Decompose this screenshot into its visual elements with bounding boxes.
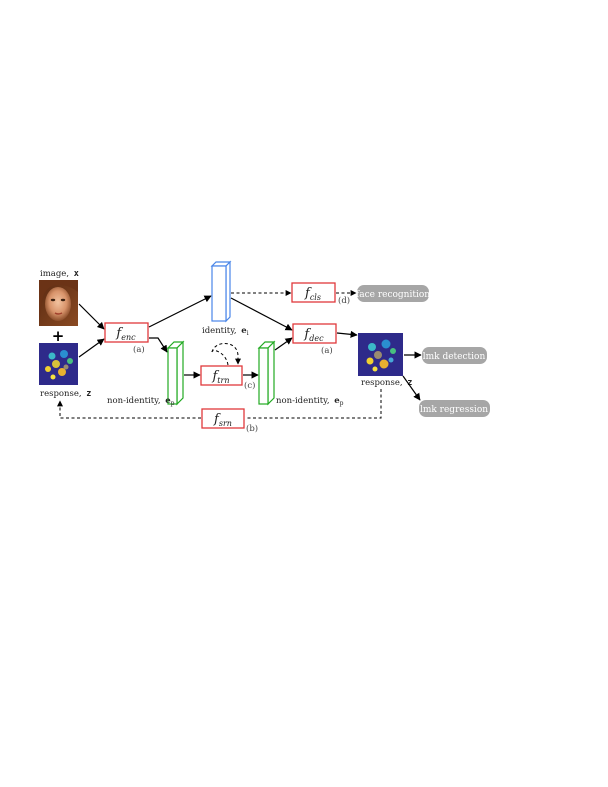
identity-to-dec-arrow <box>230 297 293 331</box>
trn-self-loop-arrow <box>211 343 241 365</box>
f-enc-tag: (a) <box>133 344 145 355</box>
enc-to-nonid-arrow <box>149 337 168 353</box>
f-dec-box: fdec <box>292 323 337 344</box>
nonid-left-label: non-identity, ep <box>107 396 175 407</box>
identity-feature-block <box>210 260 232 323</box>
plus-sign: + <box>52 327 65 345</box>
f-trn-tag: (c) <box>244 380 255 391</box>
f-trn-box: ftrn <box>200 365 243 386</box>
face-recognition-label: face recognition <box>356 290 430 300</box>
f-trn-label: ftrn <box>211 369 229 385</box>
face-image <box>39 280 78 326</box>
lmk-detection-label: lmk detection <box>423 352 486 362</box>
f-dec-tag: (a) <box>321 345 333 356</box>
image-label: image, x <box>40 269 79 279</box>
response-to-enc-arrow <box>78 338 105 358</box>
enc-to-identity-arrow <box>148 295 212 328</box>
nonid-right-label: non-identity, ep <box>276 396 344 407</box>
nonid-right-feature-block <box>257 340 276 406</box>
input-response-label: response, z <box>40 389 91 399</box>
f-srn-label: fsrn <box>213 412 232 428</box>
response-to-regression-arrow <box>402 375 421 401</box>
identity-label: identity, ei <box>202 326 249 337</box>
response-to-srn-dashed-line <box>245 389 382 419</box>
f-cls-box: fcls <box>291 282 336 303</box>
output-response-label: response, z <box>361 378 412 388</box>
trn-loop-start <box>211 350 229 366</box>
dec-to-response-arrow <box>336 330 358 338</box>
f-enc-label: fenc <box>115 326 136 342</box>
srn-to-input-response-arrow <box>57 400 201 419</box>
output-response-map <box>358 333 403 376</box>
nonid-to-dec-arrow <box>274 337 293 351</box>
lmk-detection-task: lmk detection <box>422 347 487 364</box>
lmk-regression-label: lmk regression <box>420 405 488 415</box>
nonid-left-feature-block <box>166 340 185 406</box>
f-dec-label: fdec <box>303 327 324 343</box>
f-srn-tag: (b) <box>246 423 258 434</box>
f-srn-box: fsrn <box>201 408 245 429</box>
f-enc-box: fenc <box>104 322 149 343</box>
f-cls-label: fcls <box>304 286 321 302</box>
lmk-regression-task: lmk regression <box>419 400 490 417</box>
image-to-enc-arrow <box>78 303 105 330</box>
face-recognition-task: face recognition <box>356 285 430 302</box>
input-response-map <box>39 343 78 385</box>
f-cls-tag: (d) <box>338 295 350 306</box>
